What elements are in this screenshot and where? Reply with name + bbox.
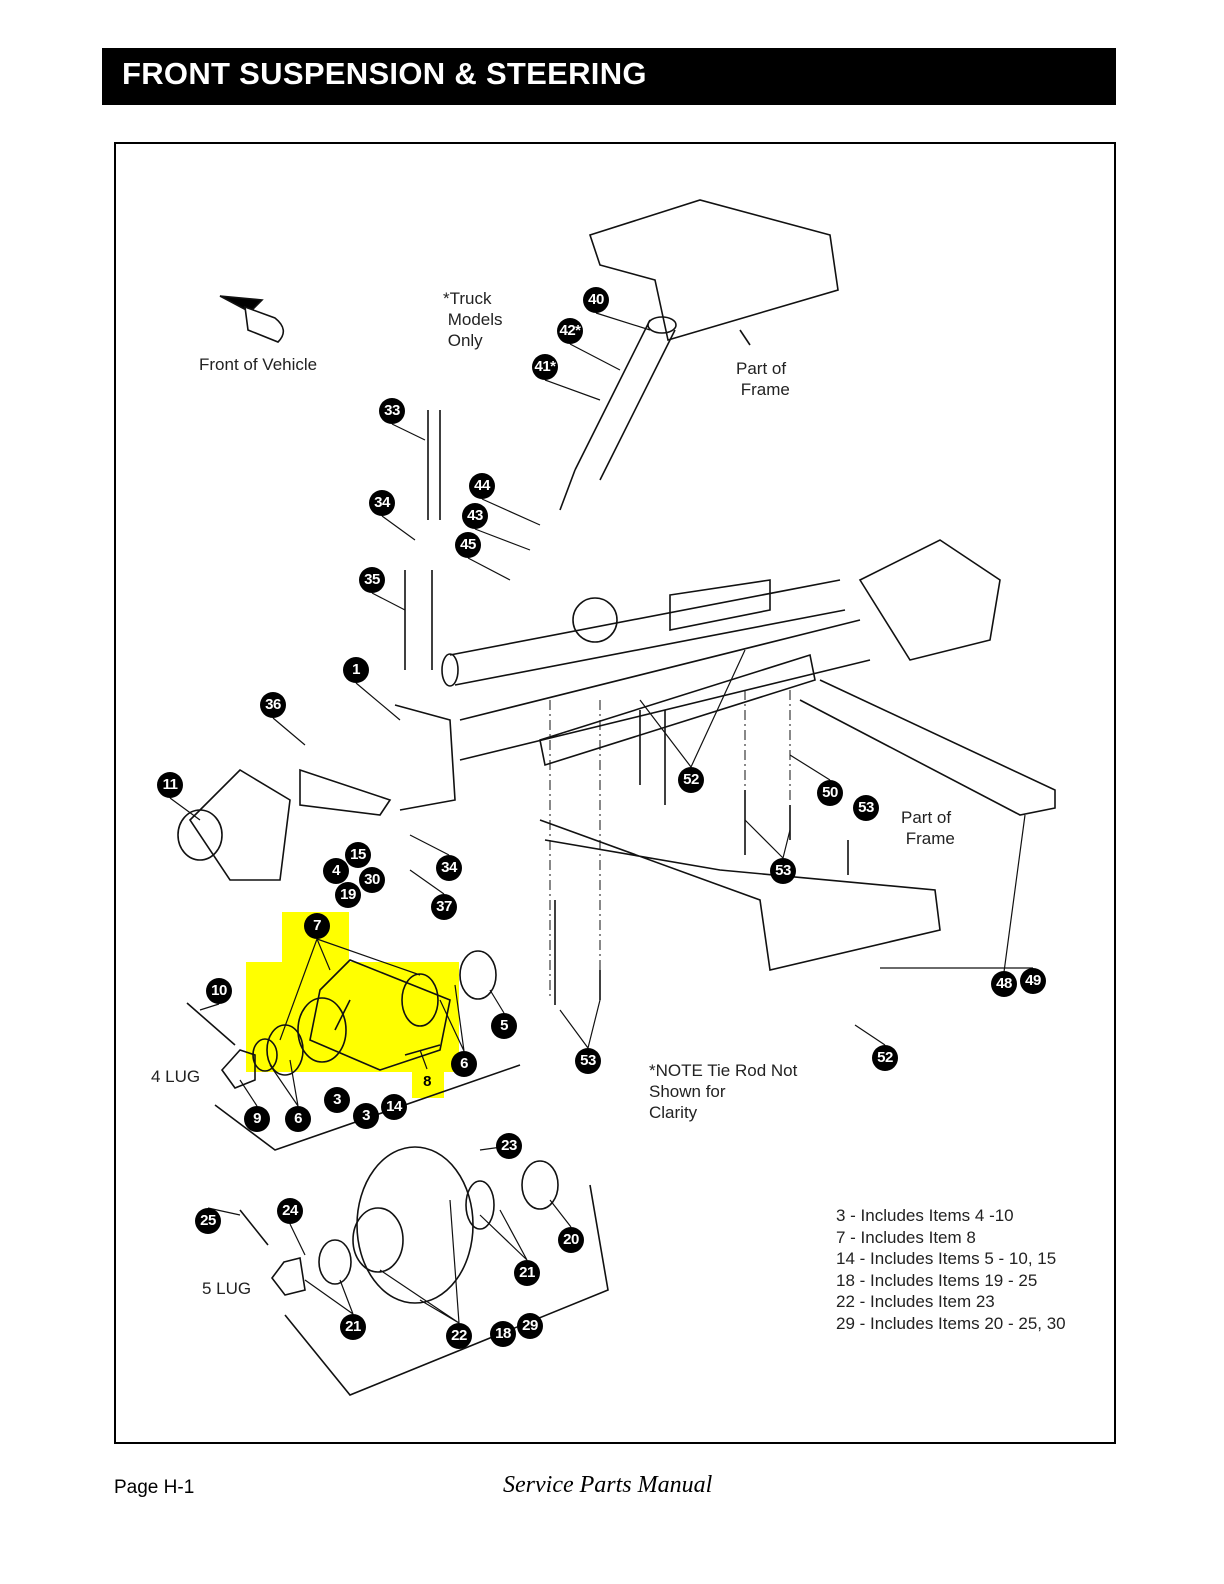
callout-52: 52 [872,1045,898,1071]
callout-24: 24 [277,1198,303,1224]
callout-42-star: 42* [557,318,583,344]
callout-37: 37 [431,894,457,920]
hub-4-lug [309,959,451,1071]
callout-45: 45 [455,532,481,558]
callout-15: 15 [345,842,371,868]
left-hub [188,768,291,881]
callout-34: 34 [436,855,462,881]
callout-9: 9 [244,1106,270,1132]
leader-lines [169,312,1033,1324]
callout-25: 25 [195,1208,221,1234]
callout-30: 30 [359,867,385,893]
callout-6: 6 [285,1106,311,1132]
front-of-vehicle-label: Front of Vehicle [199,355,318,374]
callout-40: 40 [583,287,609,313]
callout-53: 53 [575,1048,601,1074]
note-line: 22 - Includes Item 23 [836,1292,995,1311]
callout-35: 35 [359,567,385,593]
note-line: 7 - Includes Item 8 [836,1227,976,1247]
callout-21: 21 [340,1314,366,1340]
steering-rack [449,579,846,686]
note-line: 14 - Includes Items 5 - 10, 15 [836,1249,1057,1268]
callout-6: 6 [451,1051,477,1077]
kingpin-bolt [404,410,441,670]
callout-4: 4 [323,858,349,884]
note-line: 3 - Includes Items 4 -10 [836,1206,1014,1225]
callout-18: 18 [490,1321,516,1347]
note-line: 18 - Includes Items 19 - 25 [836,1270,1038,1290]
page-number: Page H-1 [114,1477,195,1498]
front-arrow-body [244,305,285,343]
callout-3: 3 [324,1087,350,1113]
section-header: FRONT SUSPENSION & STEERING [102,48,1116,105]
callout-1: 1 [343,657,369,683]
part-of-frame-top-label: Part of Frame [736,359,790,399]
front-arrow-icon [219,295,264,313]
includes-notes: 3 - Includes Items 4 -10 7 - Includes It… [836,1205,1066,1334]
callout-23: 23 [496,1133,522,1159]
callout-8: 8 [423,1073,431,1090]
callout-48: 48 [991,971,1017,997]
four-lug-label: 4 LUG [151,1067,201,1086]
tie-rod-note: *NOTE Tie Rod Not Shown for Clarity [649,1061,798,1122]
callout-7: 7 [304,913,330,939]
note-line: 29 - Includes Items 20 - 25, 30 [836,1313,1066,1333]
leaf-spring-right [799,679,1056,816]
callout-53: 53 [770,858,796,884]
callout-36: 36 [260,692,286,718]
callout-19: 19 [335,882,361,908]
callout-49: 49 [1020,968,1046,994]
right-hub [858,539,1001,661]
diagram-frame [114,142,1116,1444]
callout-50: 50 [817,780,843,806]
part-of-frame-right-label: Part of Frame [901,808,955,848]
callout-41-star: 41* [532,354,558,380]
manual-title: Service Parts Manual [503,1472,713,1498]
callout-3: 3 [353,1103,379,1129]
callout-52: 52 [678,767,704,793]
section-title: FRONT SUSPENSION & STEERING [122,56,647,91]
callout-34: 34 [369,490,395,516]
callout-53: 53 [853,795,879,821]
left-spindle [299,704,456,816]
callout-21: 21 [514,1260,540,1286]
five-lug-label: 5 LUG [202,1279,252,1298]
callout-14: 14 [381,1094,407,1120]
frame-top [588,199,839,342]
callout-29: 29 [517,1313,543,1339]
callout-44: 44 [469,473,495,499]
leaf-spring-left [539,819,941,971]
highlight-hub [246,962,459,1072]
shock-absorber [574,319,676,481]
callout-33: 33 [379,398,405,424]
callout-22: 22 [446,1323,472,1349]
callout-20: 20 [558,1227,584,1253]
callout-5: 5 [491,1013,517,1039]
callout-43: 43 [462,503,488,529]
callout-11: 11 [157,772,183,798]
callout-10: 10 [206,978,232,1004]
truck-models-label: *Truck Models Only [443,289,503,350]
